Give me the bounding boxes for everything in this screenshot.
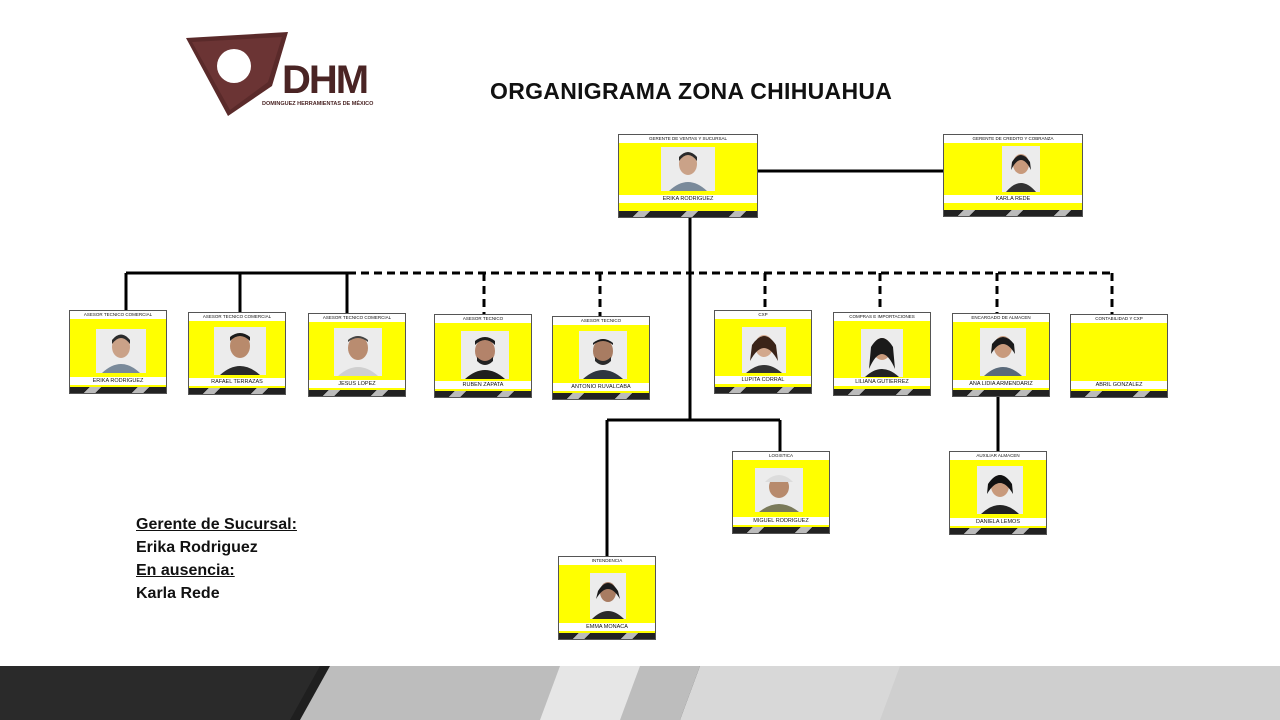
card-role: GERENTE DE CREDITO Y COBRANZA <box>944 135 1082 143</box>
person-photo <box>1002 146 1040 192</box>
logo-wordmark: DHM <box>282 58 369 102</box>
card-name: DANIELA LEMOS <box>950 518 1046 526</box>
card-name: ABRIL GONZALEZ <box>1071 381 1167 389</box>
card-name: RAFAEL TERRAZAS <box>189 378 285 386</box>
person-photo <box>861 329 903 377</box>
card-role: CONTABILIDAD Y CXP <box>1071 315 1167 323</box>
branch-manager-note: Gerente de Sucursal: Erika Rodriguez En … <box>136 513 297 605</box>
company-logo <box>186 32 288 116</box>
org-card-compras[interactable]: COMPRAS E IMPORTACIONES LILIANA GUTIERRE… <box>833 312 931 396</box>
card-role: ASESOR TECNICO <box>435 315 531 323</box>
page-title: ORGANIGRAMA ZONA CHIHUAHUA <box>490 78 893 104</box>
card-role: AUXILIAR ALMACEN <box>950 452 1046 460</box>
org-card-almacen[interactable]: ENCARGADO DE ALMACEN ANA LIDIA ARMENDARI… <box>952 313 1050 397</box>
card-stripe <box>950 528 1046 534</box>
card-stripe <box>834 389 930 395</box>
org-card-asesor-tc-1[interactable]: ASESOR TECNICO COMERCIAL ERIKA RODRIGUEZ <box>69 310 167 394</box>
card-stripe <box>715 387 811 393</box>
org-card-asesor-tecnico-1[interactable]: ASESOR TECNICO RUBEN ZAPATA <box>434 314 532 398</box>
card-stripe <box>435 391 531 397</box>
org-card-auxiliar-almacen[interactable]: AUXILIAR ALMACEN DANIELA LEMOS <box>949 451 1047 535</box>
org-card-logistica[interactable]: LOGISTICA MIGUEL RODRIGUEZ <box>732 451 830 534</box>
note-label-absence: En ausencia: <box>136 562 235 579</box>
card-name: EMMA MONACA <box>559 623 655 631</box>
person-photo <box>461 331 509 379</box>
card-stripe <box>559 633 655 639</box>
card-name: ANTONIO RUVALCABA <box>553 383 649 391</box>
card-name: LILIANA GUTIERREZ <box>834 378 930 386</box>
card-stripe <box>553 393 649 399</box>
person-photo <box>755 468 803 512</box>
card-name: ANA LIDIA ARMENDARIZ <box>953 380 1049 388</box>
card-stripe <box>953 390 1049 396</box>
card-name: MIGUEL RODRIGUEZ <box>733 517 829 525</box>
person-photo <box>661 147 715 191</box>
person-photo <box>590 573 626 619</box>
card-stripe <box>733 527 829 533</box>
person-photo <box>334 328 382 376</box>
card-name: ERIKA RODRIGUEZ <box>619 195 757 203</box>
org-card-cxp[interactable]: CXP LUPITA CORRAL <box>714 310 812 394</box>
card-name: KARLA REDE <box>944 195 1082 203</box>
org-card-contabilidad[interactable]: CONTABILIDAD Y CXP ABRIL GONZALEZ <box>1070 314 1168 398</box>
card-role: GERENTE DE VENTAS Y SUCURSAL <box>619 135 757 143</box>
card-role: ASESOR TECNICO COMERCIAL <box>70 311 166 319</box>
card-role: ENCARGADO DE ALMACEN <box>953 314 1049 322</box>
person-photo <box>96 329 146 373</box>
note-label-manager: Gerente de Sucursal: <box>136 516 297 533</box>
org-card-credit-manager[interactable]: GERENTE DE CREDITO Y COBRANZA KARLA REDE <box>943 134 1083 217</box>
note-value-absence: Karla Rede <box>136 585 220 602</box>
card-name: RUBEN ZAPATA <box>435 381 531 389</box>
note-value-manager: Erika Rodriguez <box>136 539 258 556</box>
footer-band <box>0 666 1280 720</box>
person-photo <box>977 466 1023 514</box>
org-card-asesor-tecnico-2[interactable]: ASESOR TECNICO ANTONIO RUVALCABA <box>552 316 650 400</box>
card-role: ASESOR TECNICO COMERCIAL <box>189 313 285 321</box>
person-photo <box>214 327 266 375</box>
org-card-sales-manager[interactable]: GERENTE DE VENTAS Y SUCURSAL ERIKA RODRI… <box>618 134 758 218</box>
card-role: ASESOR TECNICO <box>553 317 649 325</box>
org-card-intendencia[interactable]: INTENDENCIA EMMA MONACA <box>558 556 656 640</box>
org-card-asesor-tc-2[interactable]: ASESOR TECNICO COMERCIAL RAFAEL TERRAZAS <box>188 312 286 395</box>
card-stripe <box>309 390 405 396</box>
card-role: LOGISTICA <box>733 452 829 460</box>
card-stripe <box>619 211 757 217</box>
card-stripe <box>1071 391 1167 397</box>
person-photo <box>742 327 786 373</box>
card-name: ERIKA RODRIGUEZ <box>70 377 166 385</box>
card-stripe <box>944 210 1082 216</box>
card-role: CXP <box>715 311 811 319</box>
card-stripe <box>189 388 285 394</box>
card-stripe <box>70 387 166 393</box>
org-card-asesor-tc-3[interactable]: ASESOR TECNICO COMERCIAL JESUS LOPEZ <box>308 313 406 397</box>
person-photo <box>579 331 627 379</box>
person-photo <box>980 328 1026 376</box>
card-role: ASESOR TECNICO COMERCIAL <box>309 314 405 322</box>
card-role: COMPRAS E IMPORTACIONES <box>834 313 930 321</box>
card-name: JESUS LOPEZ <box>309 380 405 388</box>
card-role: INTENDENCIA <box>559 557 655 565</box>
logo-subtext: DOMINGUEZ HERRAMIENTAS DE MÉXICO <box>262 101 374 107</box>
card-name: LUPITA CORRAL <box>715 376 811 384</box>
